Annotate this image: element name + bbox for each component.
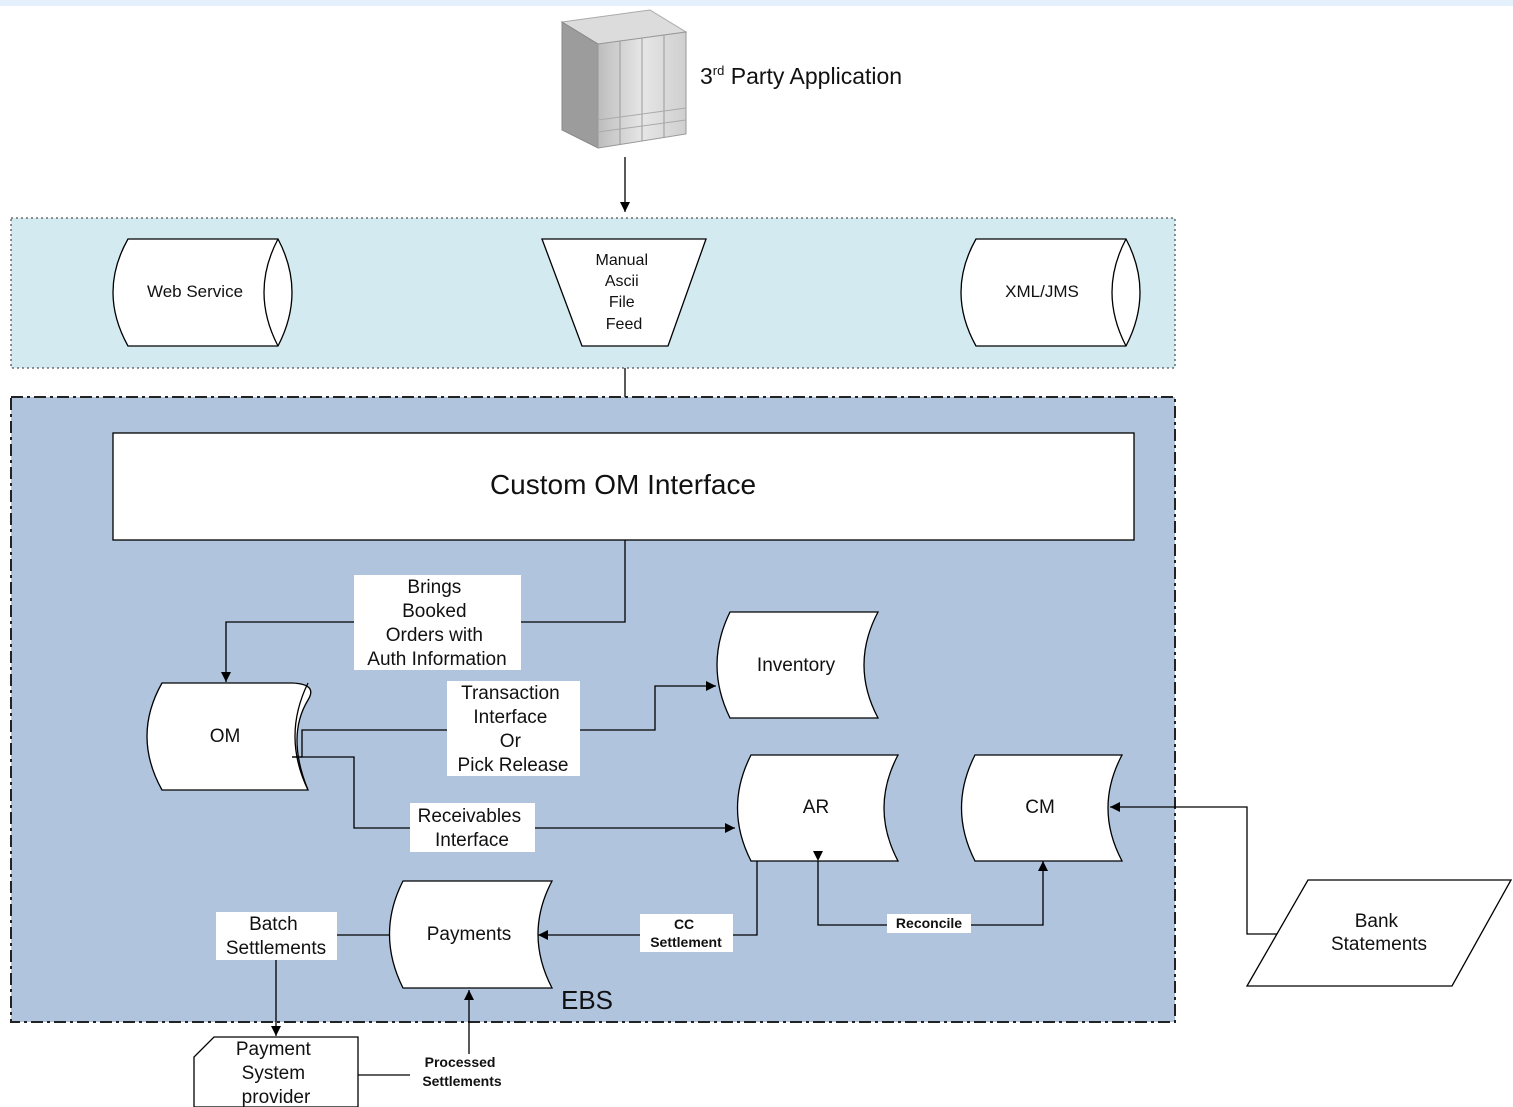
custom-om-interface-label: Custom OM Interface [490, 469, 756, 500]
reconcile-label: Reconcile [896, 915, 962, 931]
payment-provider-node [193, 1036, 359, 1107]
cm-label: CM [1025, 797, 1055, 818]
receivables-interface-label: Receivables Interface [418, 806, 527, 851]
payments-label: Payments [427, 924, 511, 945]
bank-statements-node [1245, 879, 1513, 987]
bank-statements-label: Bank Statements [1331, 911, 1427, 955]
inventory-node [716, 611, 880, 719]
transaction-interface-label: Transaction Interface Or Pick Release [458, 683, 569, 776]
payment-provider-label: Payment System provider [236, 1039, 316, 1107]
brings-booked-label: Brings Booked Orders with Auth Informati… [367, 577, 506, 670]
ebs-label: EBS [561, 985, 613, 1015]
custom-om-interface-node [112, 432, 1135, 541]
xml-jms-label: XML/JMS [1005, 282, 1079, 301]
ar-label: AR [803, 797, 829, 818]
batch-settlements-label: Batch Settlements [226, 914, 326, 959]
web-service-label: Web Service [147, 282, 243, 301]
manual-feed-node [541, 238, 707, 347]
third-party-label: 3rd Party Application [700, 63, 902, 89]
cc-settlement-label: CC Settlement [650, 916, 722, 950]
manual-feed-label: Manual Ascii File Feed [596, 252, 653, 333]
om-node [146, 682, 312, 791]
arrow-om-to-ar [292, 756, 735, 833]
om-label: OM [210, 726, 241, 747]
payments-node [388, 880, 554, 989]
cm-node [960, 754, 1124, 862]
top-strip [0, 0, 1513, 6]
processed-settlements-label: Processed Settlements [422, 1054, 502, 1089]
arrow-bank-to-cm [1110, 802, 1278, 935]
server-icon [560, 9, 688, 149]
inventory-label: Inventory [757, 655, 836, 676]
arrow-ar-to-payments [538, 861, 758, 940]
